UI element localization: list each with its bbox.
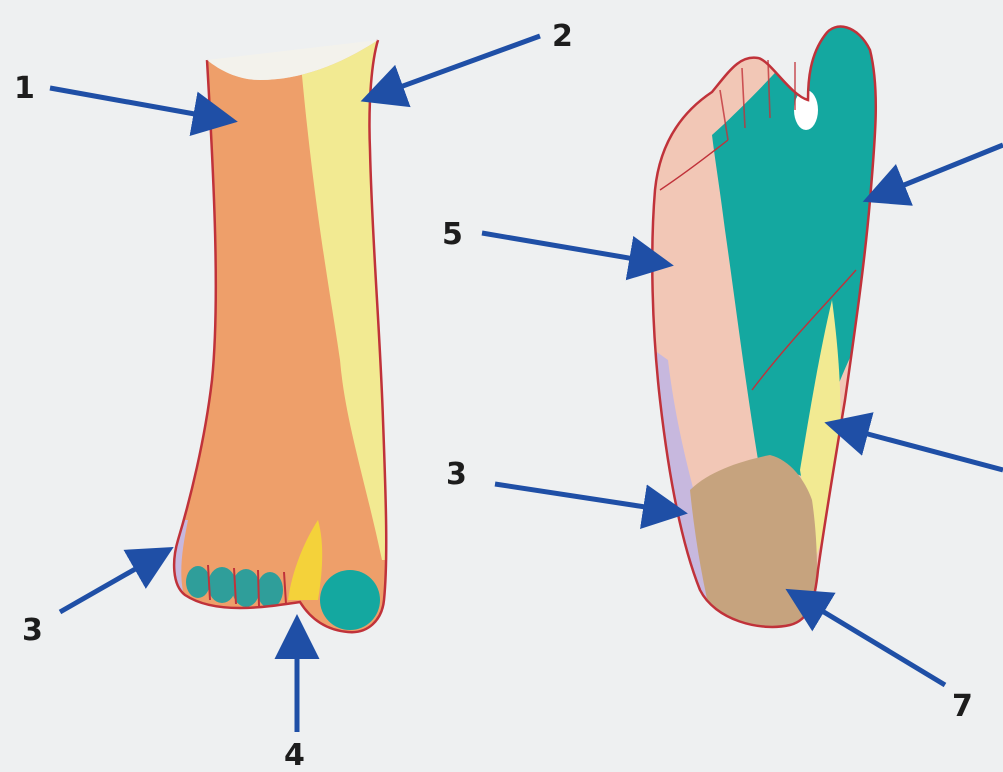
label-3-plantar: 3 — [446, 457, 467, 492]
toe-fourth — [208, 567, 236, 603]
toe-small — [186, 566, 210, 598]
label-5: 5 — [442, 217, 463, 252]
arrow-3-plantar — [495, 484, 678, 512]
toe-big — [320, 570, 380, 630]
label-7: 7 — [952, 689, 973, 724]
arrow-5 — [482, 233, 664, 264]
label-2: 2 — [552, 19, 573, 54]
arrow-mid-right — [834, 425, 1003, 470]
plantar-foot — [640, 10, 900, 650]
arrow-1 — [50, 88, 228, 120]
label-4: 4 — [284, 738, 305, 772]
arrow-3-dorsal — [60, 552, 165, 612]
arrow-7 — [794, 594, 945, 685]
arrow-top-right — [872, 145, 1003, 198]
arrow-2 — [370, 36, 540, 98]
dorsal-foot — [150, 20, 420, 660]
label-1: 1 — [14, 71, 35, 106]
toe-second — [257, 572, 283, 608]
label-3-dorsal: 3 — [22, 613, 43, 648]
